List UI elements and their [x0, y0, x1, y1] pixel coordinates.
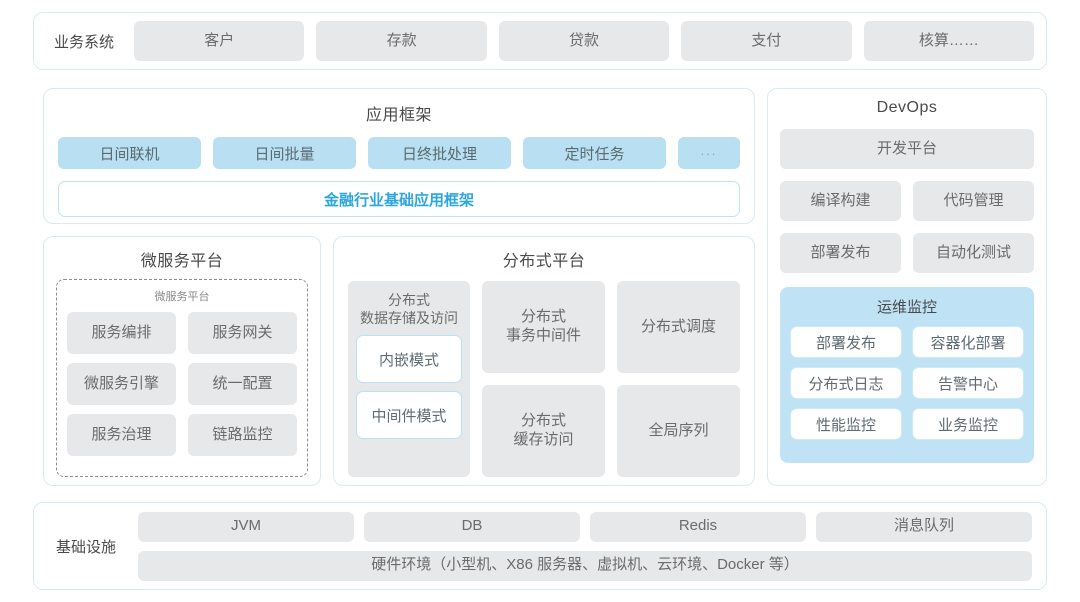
distributed-platform-section: 分布式平台 分布式 数据存储及访问 内嵌模式 中间件模式 分布式 事务中间件 分… [333, 236, 755, 486]
storage-mode-middleware[interactable]: 中间件模式 [356, 391, 462, 440]
distributed-item[interactable]: 分布式 缓存访问 [482, 385, 605, 477]
app-framework-item[interactable]: 定时任务 [523, 137, 666, 169]
microservice-item[interactable]: 微服务引擎 [67, 363, 176, 405]
monitoring-item[interactable]: 业务监控 [912, 408, 1024, 440]
operations-monitoring-grid: 部署发布 容器化部署 分布式日志 告警中心 性能监控 业务监控 [790, 326, 1024, 440]
operations-monitoring-section: 运维监控 部署发布 容器化部署 分布式日志 告警中心 性能监控 业务监控 [780, 287, 1034, 463]
microservice-item[interactable]: 服务编排 [67, 312, 176, 354]
infrastructure-label: 基础设施 [55, 538, 116, 556]
monitoring-item[interactable]: 分布式日志 [790, 367, 902, 399]
microservice-item[interactable]: 统一配置 [188, 363, 297, 405]
devops-platform-item[interactable]: 开发平台 [780, 129, 1034, 169]
distributed-item[interactable]: 分布式 事务中间件 [482, 281, 605, 373]
microservice-platform-section: 微服务平台 微服务平台 服务编排 服务网关 微服务引擎 统一配置 服务治理 链路… [43, 236, 321, 486]
devops-item[interactable]: 自动化测试 [913, 233, 1034, 273]
devops-item[interactable]: 编译构建 [780, 181, 901, 221]
business-systems-chip-list: 客户 存款 贷款 支付 核算…… [134, 21, 1035, 61]
app-framework-item[interactable]: 日间联机 [58, 137, 201, 169]
platform-middle-area: 应用框架 日间联机 日间批量 日终批处理 定时任务 ... 金融行业基础应用框架… [33, 88, 1047, 486]
distributed-item[interactable]: 全局序列 [617, 385, 740, 477]
financial-base-framework-banner: 金融行业基础应用框架 [58, 181, 740, 217]
devops-item[interactable]: 部署发布 [780, 233, 901, 273]
infrastructure-item[interactable]: 消息队列 [816, 511, 1032, 542]
monitoring-item[interactable]: 容器化部署 [912, 326, 1024, 358]
devops-chip-grid: 编译构建 代码管理 部署发布 自动化测试 [780, 181, 1034, 273]
microservice-item[interactable]: 链路监控 [188, 414, 297, 456]
infrastructure-chip-list: JVM DB Redis 消息队列 [138, 511, 1032, 542]
business-system-item[interactable]: 存款 [316, 21, 487, 61]
microservice-platform-chip-grid: 服务编排 服务网关 微服务引擎 统一配置 服务治理 链路监控 [67, 312, 297, 456]
monitoring-item[interactable]: 告警中心 [912, 367, 1024, 399]
microservice-platform-inner-box: 微服务平台 服务编排 服务网关 微服务引擎 统一配置 服务治理 链路监控 [56, 279, 308, 477]
microservice-platform-title: 微服务平台 [140, 253, 224, 270]
distributed-storage-box[interactable]: 分布式 数据存储及访问 内嵌模式 中间件模式 [348, 281, 470, 477]
microservice-item[interactable]: 服务网关 [188, 312, 297, 354]
business-systems-label: 业务系统 [53, 33, 114, 51]
distributed-platform-columns: 分布式 数据存储及访问 内嵌模式 中间件模式 分布式 事务中间件 分布式 缓存访… [348, 281, 740, 477]
distributed-scheduling-column: 分布式调度 全局序列 [617, 281, 740, 477]
hardware-environment-item[interactable]: 硬件环境（小型机、X86 服务器、虚拟机、云环境、Docker 等） [138, 550, 1032, 581]
infrastructure-section: 基础设施 JVM DB Redis 消息队列 硬件环境（小型机、X86 服务器、… [33, 502, 1047, 590]
application-framework-section: 应用框架 日间联机 日间批量 日终批处理 定时任务 ... 金融行业基础应用框架 [43, 88, 755, 224]
monitoring-item[interactable]: 部署发布 [790, 326, 902, 358]
business-systems-section: 业务系统 客户 存款 贷款 支付 核算…… [33, 12, 1047, 70]
business-system-item[interactable]: 贷款 [498, 21, 670, 61]
business-system-item[interactable]: 支付 [681, 21, 852, 61]
business-system-item[interactable]: 核算…… [863, 21, 1035, 61]
microservice-item[interactable]: 服务治理 [67, 414, 176, 456]
microservice-platform-inner-label: 微服务平台 [154, 291, 210, 303]
distributed-platform-title: 分布式平台 [502, 253, 586, 270]
app-framework-item[interactable]: 日终批处理 [368, 137, 511, 169]
operations-monitoring-title: 运维监控 [876, 299, 937, 316]
devops-item[interactable]: 代码管理 [913, 181, 1034, 221]
app-framework-item[interactable]: 日间批量 [213, 137, 356, 169]
distributed-storage-title: 分布式 数据存储及访问 [360, 292, 458, 327]
business-system-item[interactable]: 客户 [134, 21, 305, 61]
infrastructure-item[interactable]: Redis [590, 511, 806, 542]
application-framework-title: 应用框架 [365, 107, 432, 124]
infrastructure-stack: JVM DB Redis 消息队列 硬件环境（小型机、X86 服务器、虚拟机、云… [138, 511, 1032, 581]
distributed-storage-column: 分布式 数据存储及访问 内嵌模式 中间件模式 [348, 281, 470, 477]
infrastructure-item[interactable]: JVM [138, 511, 354, 542]
distributed-middleware-column: 分布式 事务中间件 分布式 缓存访问 [482, 281, 605, 477]
application-framework-chip-list: 日间联机 日间批量 日终批处理 定时任务 ... [58, 137, 740, 169]
devops-title: DevOps [876, 99, 938, 116]
monitoring-item[interactable]: 性能监控 [790, 408, 902, 440]
distributed-item[interactable]: 分布式调度 [617, 281, 740, 373]
app-framework-more-icon[interactable]: ... [678, 137, 740, 169]
devops-section: DevOps 开发平台 编译构建 代码管理 部署发布 自动化测试 运维监控 部署… [767, 88, 1047, 486]
infrastructure-item[interactable]: DB [364, 511, 580, 542]
storage-mode-embedded[interactable]: 内嵌模式 [356, 335, 462, 384]
